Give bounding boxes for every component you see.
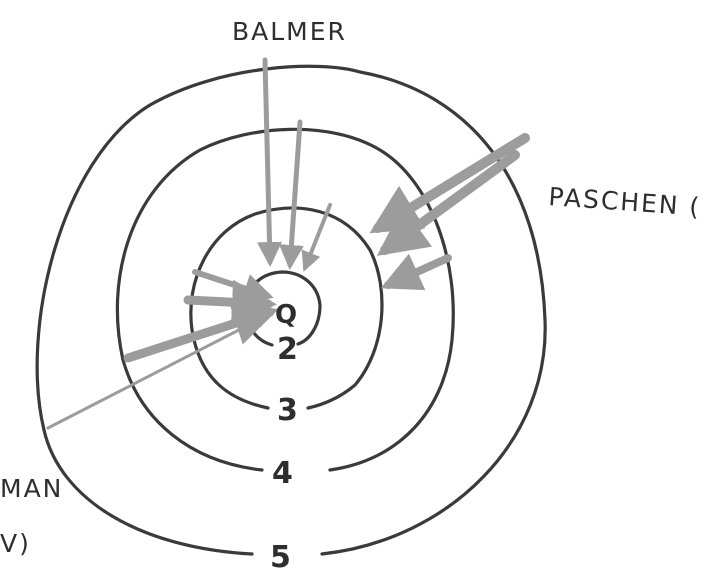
- paschen-transition-arrow: [378, 138, 525, 228]
- shell-label-5: 5: [270, 540, 291, 575]
- shell-label-2: 2: [277, 332, 298, 367]
- lyman-label-line2: V): [0, 529, 31, 558]
- balmer-transition-arrow: [265, 60, 270, 262]
- balmer-transition-arrow: [290, 122, 300, 265]
- balmer-label: BALMER: [232, 17, 347, 46]
- nucleus-label: Q: [275, 300, 297, 330]
- lyman-label-line1: MAN: [0, 474, 63, 503]
- balmer-transition-arrow: [305, 205, 330, 268]
- lyman-transition-arrow: [195, 272, 268, 296]
- paschen-transition-arrow: [388, 258, 448, 285]
- lyman-transition-arrow: [48, 315, 268, 428]
- shell-label-4: 4: [272, 456, 293, 491]
- paschen-label: PASCHEN (: [548, 182, 703, 222]
- lyman-transition-arrow: [188, 300, 268, 304]
- shell-label-3: 3: [277, 393, 298, 428]
